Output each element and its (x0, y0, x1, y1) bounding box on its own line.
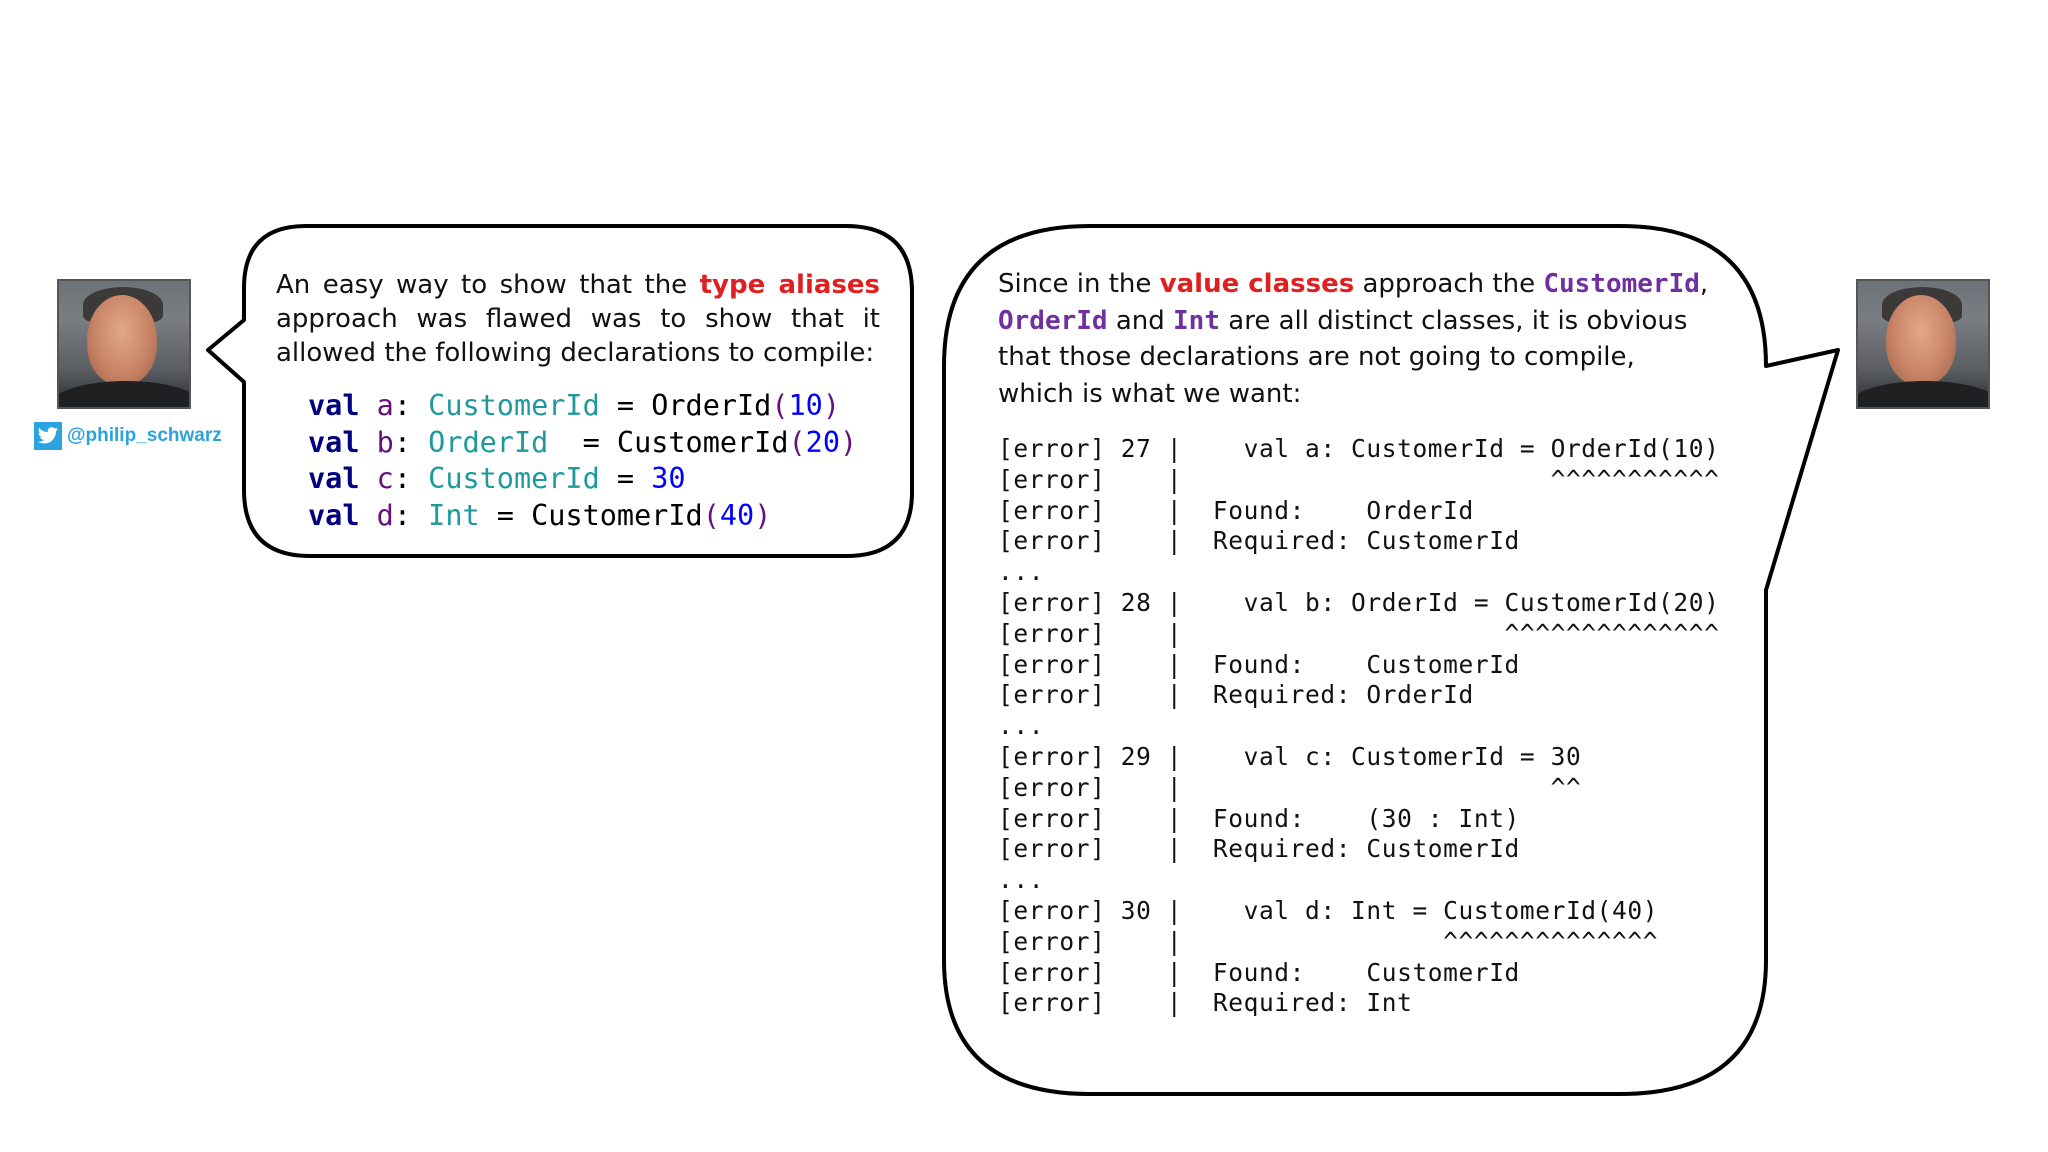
error-line: [error] | Found: CustomerId (998, 957, 1520, 987)
code-line: val a: CustomerId = OrderId(10) (308, 389, 841, 422)
error-line: [error] | Required: OrderId (998, 680, 1474, 710)
error-line: ... (998, 865, 1045, 895)
error-line: [error] 28 | val b: OrderId = CustomerId… (998, 587, 1720, 617)
error-line: [error] 30 | val d: Int = CustomerId(40) (998, 895, 1659, 925)
left-bubble-text: An easy way to show that the type aliase… (276, 270, 880, 368)
twitter-handle[interactable]: @philip_schwarz (34, 422, 222, 450)
error-line: [error] | Required: Int (998, 988, 1413, 1018)
error-line: [error] | Found: (30 : Int) (998, 803, 1520, 833)
error-line: [error] 27 | val a: CustomerId = OrderId… (998, 434, 1720, 463)
error-line: [error] | ^^^^^^^^^^^ (998, 464, 1720, 494)
code-line: val b: OrderId = CustomerId(20) (308, 425, 858, 459)
compiler-errors: [error] 27 | val a: CustomerId = OrderId… (998, 434, 1719, 1019)
right-bubble-text: Since in the value classes approach the … (998, 269, 1709, 409)
error-line: [error] | ^^^^^^^^^^^^^^ (998, 618, 1720, 648)
twitter-icon (34, 422, 62, 450)
code-line: val d: Int = CustomerId(40) (308, 498, 772, 532)
error-line: ... (998, 557, 1045, 587)
error-line: [error] | Required: CustomerId (998, 834, 1520, 864)
right-avatar (1856, 279, 1990, 409)
twitter-handle-text: @philip_schwarz (67, 425, 222, 446)
error-line: [error] | ^^ (998, 772, 1582, 802)
error-line: [error] | ^^^^^^^^^^^^^^ (998, 926, 1659, 956)
error-line: [error] | Found: CustomerId (998, 649, 1520, 679)
error-line: [error] 29 | val c: CustomerId = 30 (998, 741, 1582, 771)
error-line: [error] | Required: CustomerId (998, 526, 1520, 556)
left-avatar (57, 279, 191, 409)
error-line: [error] | Found: OrderId (998, 495, 1474, 525)
type-alias-code: val a: CustomerId = OrderId(10)val b: Or… (308, 388, 857, 534)
code-line: val c: CustomerId = 30 (308, 462, 686, 495)
error-line: ... (998, 711, 1045, 741)
